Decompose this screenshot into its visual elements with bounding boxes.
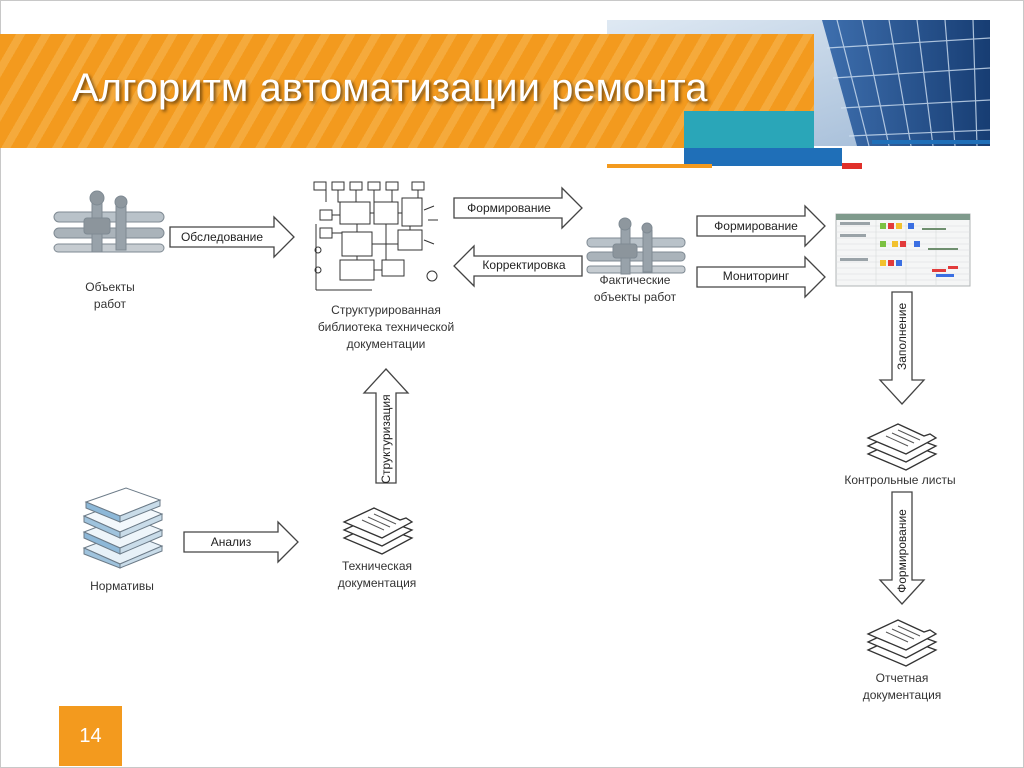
title-band — [0, 34, 814, 148]
pipes-icon-2 — [586, 217, 686, 275]
arrow-analysis — [183, 520, 299, 564]
node-objects: Объекты работ — [85, 280, 135, 311]
pipes-icon — [53, 190, 165, 253]
node-checklists: Контрольные листы — [844, 473, 956, 487]
arrow-correction — [453, 244, 583, 288]
arrow-filling-label: Заполнение — [895, 302, 909, 370]
node-library: Структурированная библиотека технической… — [317, 303, 455, 351]
arrow-forming-2-label: Формирование — [714, 219, 798, 233]
accent-red — [842, 163, 862, 169]
arrow-correction-label: Корректировка — [482, 258, 566, 272]
page-title: Алгоритм автоматизации ремонта — [72, 66, 708, 110]
arrow-structuring-label: Структуризация — [379, 394, 393, 484]
arrow-survey — [169, 215, 295, 259]
arrow-forming-1 — [453, 186, 583, 230]
node-report-docs: Отчетная документация — [862, 671, 942, 702]
arrow-analysis-label: Анализ — [210, 535, 252, 549]
node-tech-docs: Техническая документация — [337, 559, 417, 590]
accent-teal — [684, 111, 814, 148]
arrow-monitoring-label: Мониторинг — [722, 269, 790, 283]
book-stack-icon — [82, 487, 164, 569]
document-stack-icon-2 — [866, 619, 938, 667]
arrow-structuring — [362, 368, 410, 484]
schematic-icon — [313, 181, 438, 291]
document-stack-icon — [866, 423, 938, 471]
arrow-monitoring — [696, 255, 826, 299]
accent-orange-line — [607, 164, 712, 168]
arrow-forming-2 — [696, 204, 826, 248]
gantt-chart-thumbnail — [835, 213, 971, 287]
page-number: 14 — [59, 706, 122, 766]
node-normatives: Нормативы — [90, 579, 154, 593]
arrow-forming-3 — [878, 491, 926, 605]
arrow-forming-3-label: Формирование — [895, 509, 909, 593]
arrow-forming-1-label: Формирование — [467, 201, 551, 215]
arrow-filling — [878, 291, 926, 405]
accent-blue — [684, 148, 842, 166]
document-stack-icon-3 — [342, 507, 414, 555]
node-actual-objects: Фактические объекты работ — [593, 273, 677, 304]
arrow-survey-label: Обследование — [180, 230, 264, 244]
accent-blue-thin — [872, 140, 990, 144]
